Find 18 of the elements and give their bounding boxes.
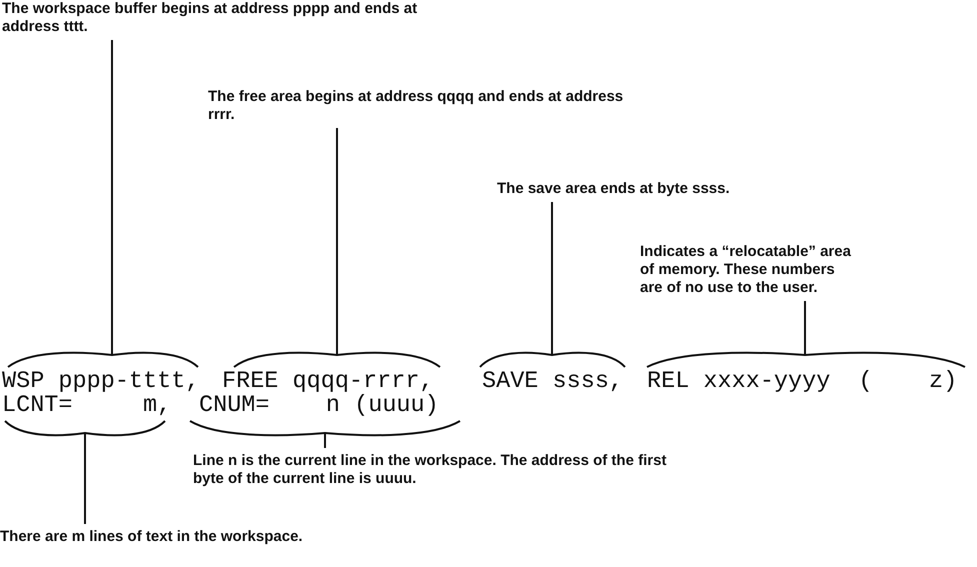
annotation-text: The workspace buffer begins at address pppp and ends at address tttt. [2, 0, 418, 36]
command-output-text: SAVE ssss, [482, 370, 624, 394]
brace-leader-line [189, 420, 461, 449]
command-output-text: FREE qqqq-rrrr, [222, 370, 434, 394]
brace-leader-line [646, 300, 966, 368]
command-output-text: LCNT= m, [2, 394, 172, 418]
annotation-text: There are m lines of text in the workspace. [0, 528, 304, 546]
brace-leader-line [4, 420, 166, 525]
annotation-text: The save area ends at byte ssss. [497, 180, 731, 198]
brace-leader-line [233, 127, 441, 368]
annotation-text: Line n is the current line in the workspace. The address of the first byte of the current line is uuuu. [193, 452, 668, 488]
annotation-text: Indicates a “relocatable” area of memory. These numbers are of no use to the user. [640, 243, 852, 297]
command-output-text: WSP pppp-tttt, [2, 370, 200, 394]
annotation-text: The free area begins at address qqqq and ends at address rrrr. [208, 88, 624, 124]
command-output-text: REL xxxx-yyyy ( z) [647, 370, 958, 394]
command-output-text: CNUM= n (uuuu) [199, 394, 439, 418]
brace-leader-line [479, 201, 626, 368]
brace-leader-line [7, 39, 199, 368]
